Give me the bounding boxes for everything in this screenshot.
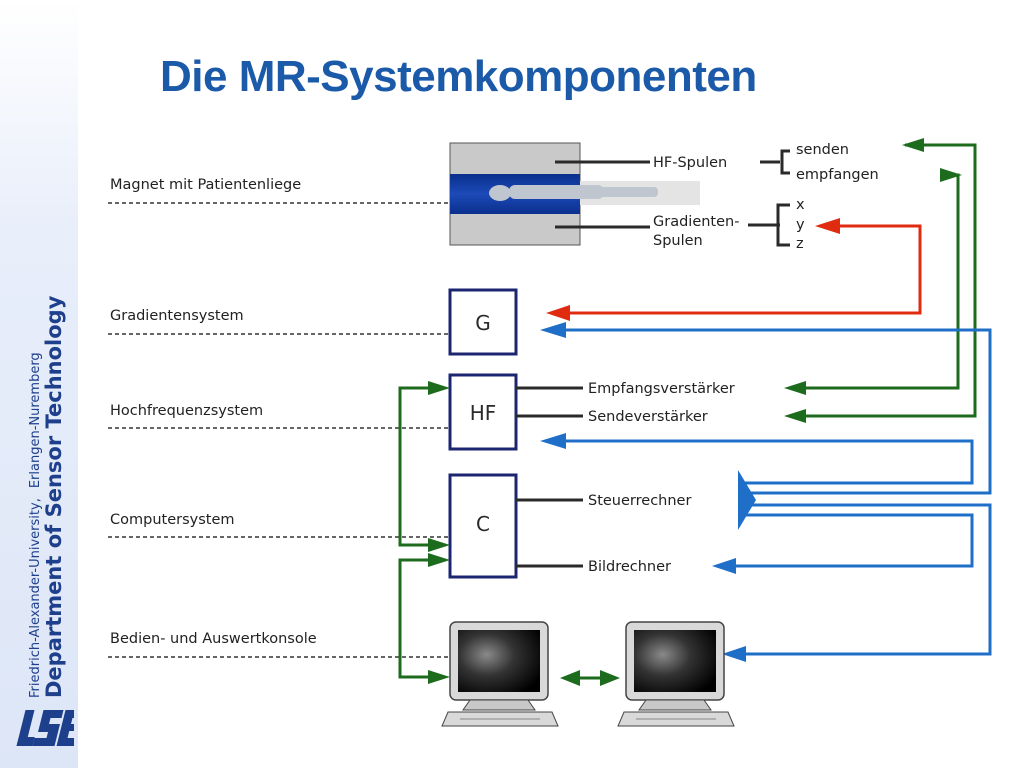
box-g: G bbox=[448, 288, 518, 356]
box-hf: HF bbox=[448, 373, 518, 451]
label-gradient-system: Gradientensystem bbox=[110, 308, 244, 324]
control-pc-label: Steuerrechner bbox=[588, 493, 691, 509]
label-magnet: Magnet mit Patientenliege bbox=[110, 177, 301, 193]
box-connectors bbox=[516, 386, 583, 568]
label-hf-system: Hochfrequenzsystem bbox=[110, 403, 263, 419]
receive-label: empfangen bbox=[796, 167, 879, 183]
gradient-coils-label-1: Gradienten- bbox=[653, 214, 739, 230]
blue-control-lines bbox=[562, 328, 992, 656]
monitor-left bbox=[441, 621, 559, 727]
receive-amp-label: Empfangsverstärker bbox=[588, 381, 735, 397]
coil-connectors bbox=[555, 149, 790, 247]
axis-z-label: z bbox=[796, 236, 804, 252]
red-arrowheads bbox=[546, 218, 840, 321]
label-computer-system: Computersystem bbox=[110, 512, 235, 528]
box-hf-label: HF bbox=[470, 401, 497, 425]
axis-x-label: x bbox=[796, 197, 805, 213]
box-c-label: C bbox=[476, 512, 490, 536]
send-amp-label: Sendeverstärker bbox=[588, 409, 708, 425]
box-g-label: G bbox=[475, 311, 491, 335]
monitor-right bbox=[617, 621, 735, 727]
green-arrowheads bbox=[428, 138, 962, 686]
lse-logo bbox=[16, 710, 74, 746]
image-pc-label: Bildrechner bbox=[588, 559, 671, 575]
gradient-coils-label-2: Spulen bbox=[653, 233, 703, 249]
box-c: C bbox=[448, 473, 518, 579]
slide-title: Die MR-Systemkomponenten bbox=[160, 52, 757, 101]
hf-coils-label: HF-Spulen bbox=[653, 155, 727, 171]
axis-y-label: y bbox=[796, 217, 805, 233]
blue-arrowheads bbox=[540, 322, 756, 662]
red-signal-line bbox=[566, 224, 922, 315]
patient-figure bbox=[489, 185, 658, 201]
separator-lines bbox=[108, 202, 450, 658]
label-console: Bedien- und Auswertkonsole bbox=[110, 631, 317, 647]
send-label: senden bbox=[796, 142, 849, 158]
sidebar bbox=[0, 0, 78, 768]
